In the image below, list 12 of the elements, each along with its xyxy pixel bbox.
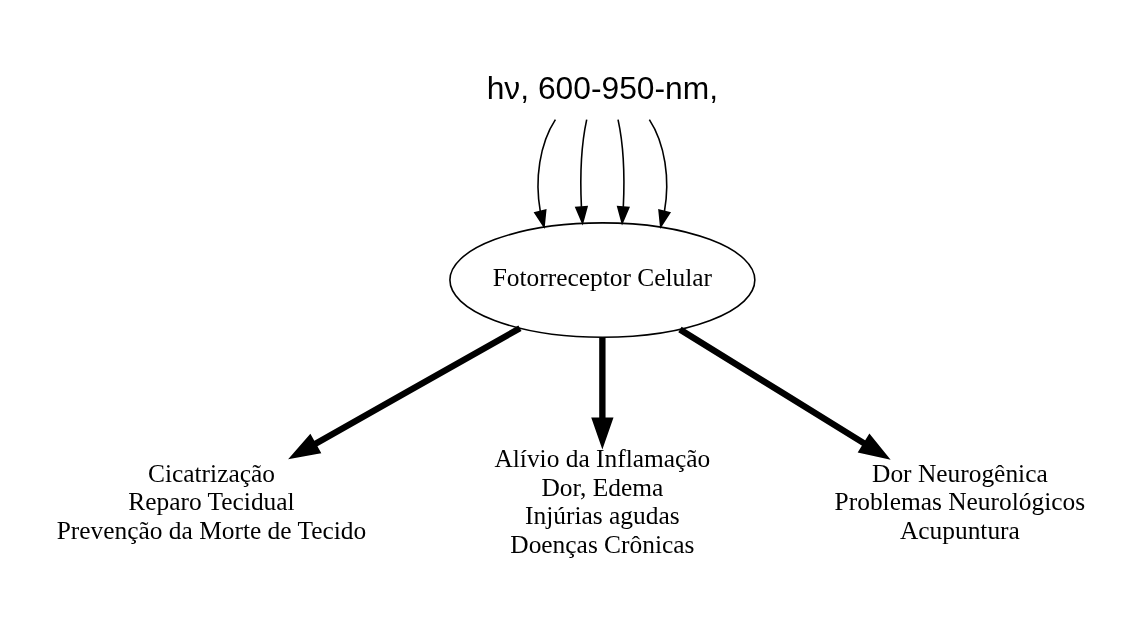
arrow <box>678 326 891 460</box>
node-text: Cicatrização Reparo Tecidual Prevenção da Morte de Tecido <box>56 458 367 544</box>
node-text: Alívio da Inflamação Dor, Edema Injúrias agudas Doenças Crônicas <box>494 444 711 559</box>
arrow <box>574 118 589 226</box>
node-text: hν, 600-950-nm, <box>486 69 719 106</box>
arrow <box>648 118 672 230</box>
node-text: Dor Neurogênica Problemas Neurológicos Acupuntura <box>834 458 1086 544</box>
arrow <box>616 118 630 226</box>
arrow <box>288 325 522 460</box>
arrow <box>533 118 557 230</box>
arrow <box>591 337 614 450</box>
node-ellipse: Fotorreceptor Celular <box>449 222 756 339</box>
